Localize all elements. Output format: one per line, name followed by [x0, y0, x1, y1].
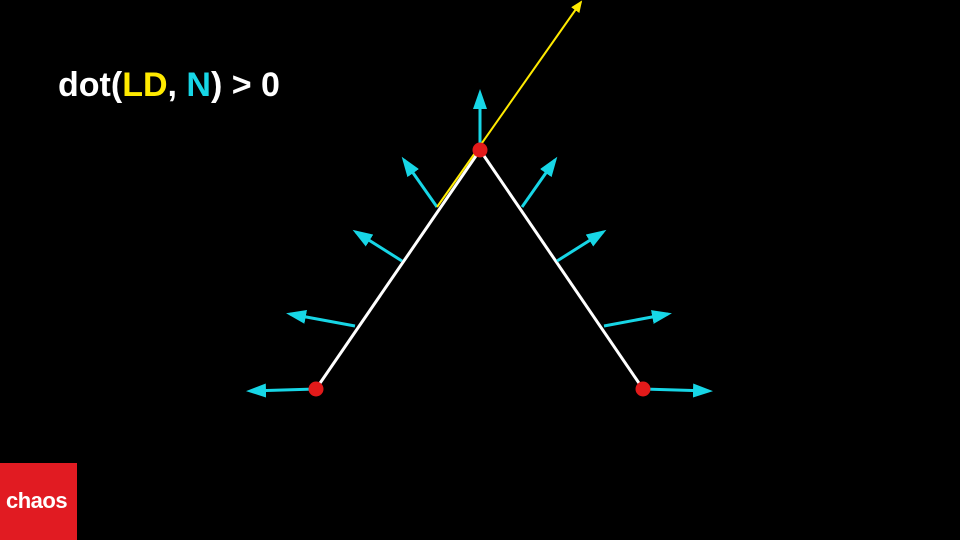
formula-suffix: ) > 0	[210, 66, 280, 104]
normal-arrow-left-2	[352, 229, 403, 263]
normal-arrow-right-1	[520, 156, 558, 208]
formula-n: N	[186, 66, 211, 104]
surface-edge-left	[314, 149, 482, 390]
chaos-logo: chaos	[0, 463, 77, 540]
light-direction-arrow	[436, 0, 583, 208]
formula-prefix: dot(	[58, 66, 123, 104]
normal-arrow-right-2	[556, 229, 607, 263]
logo-text: chaos	[6, 488, 68, 513]
normal-arrow-left-1	[286, 310, 356, 328]
surface-edge-right	[478, 149, 645, 390]
formula-comma: ,	[167, 66, 187, 104]
formula-ld: LD	[122, 66, 168, 104]
normal-arrow-left-3	[401, 156, 439, 208]
normal-arrow-right-vertex	[642, 383, 713, 398]
formula-label: dot(LD, N) > 0	[58, 66, 280, 105]
normal-arrow-left-vertex	[246, 383, 317, 398]
vertex-right	[635, 381, 651, 397]
vertex-left	[308, 381, 324, 397]
vertex-apex	[472, 142, 488, 158]
normal-arrow-right-3	[603, 310, 672, 328]
